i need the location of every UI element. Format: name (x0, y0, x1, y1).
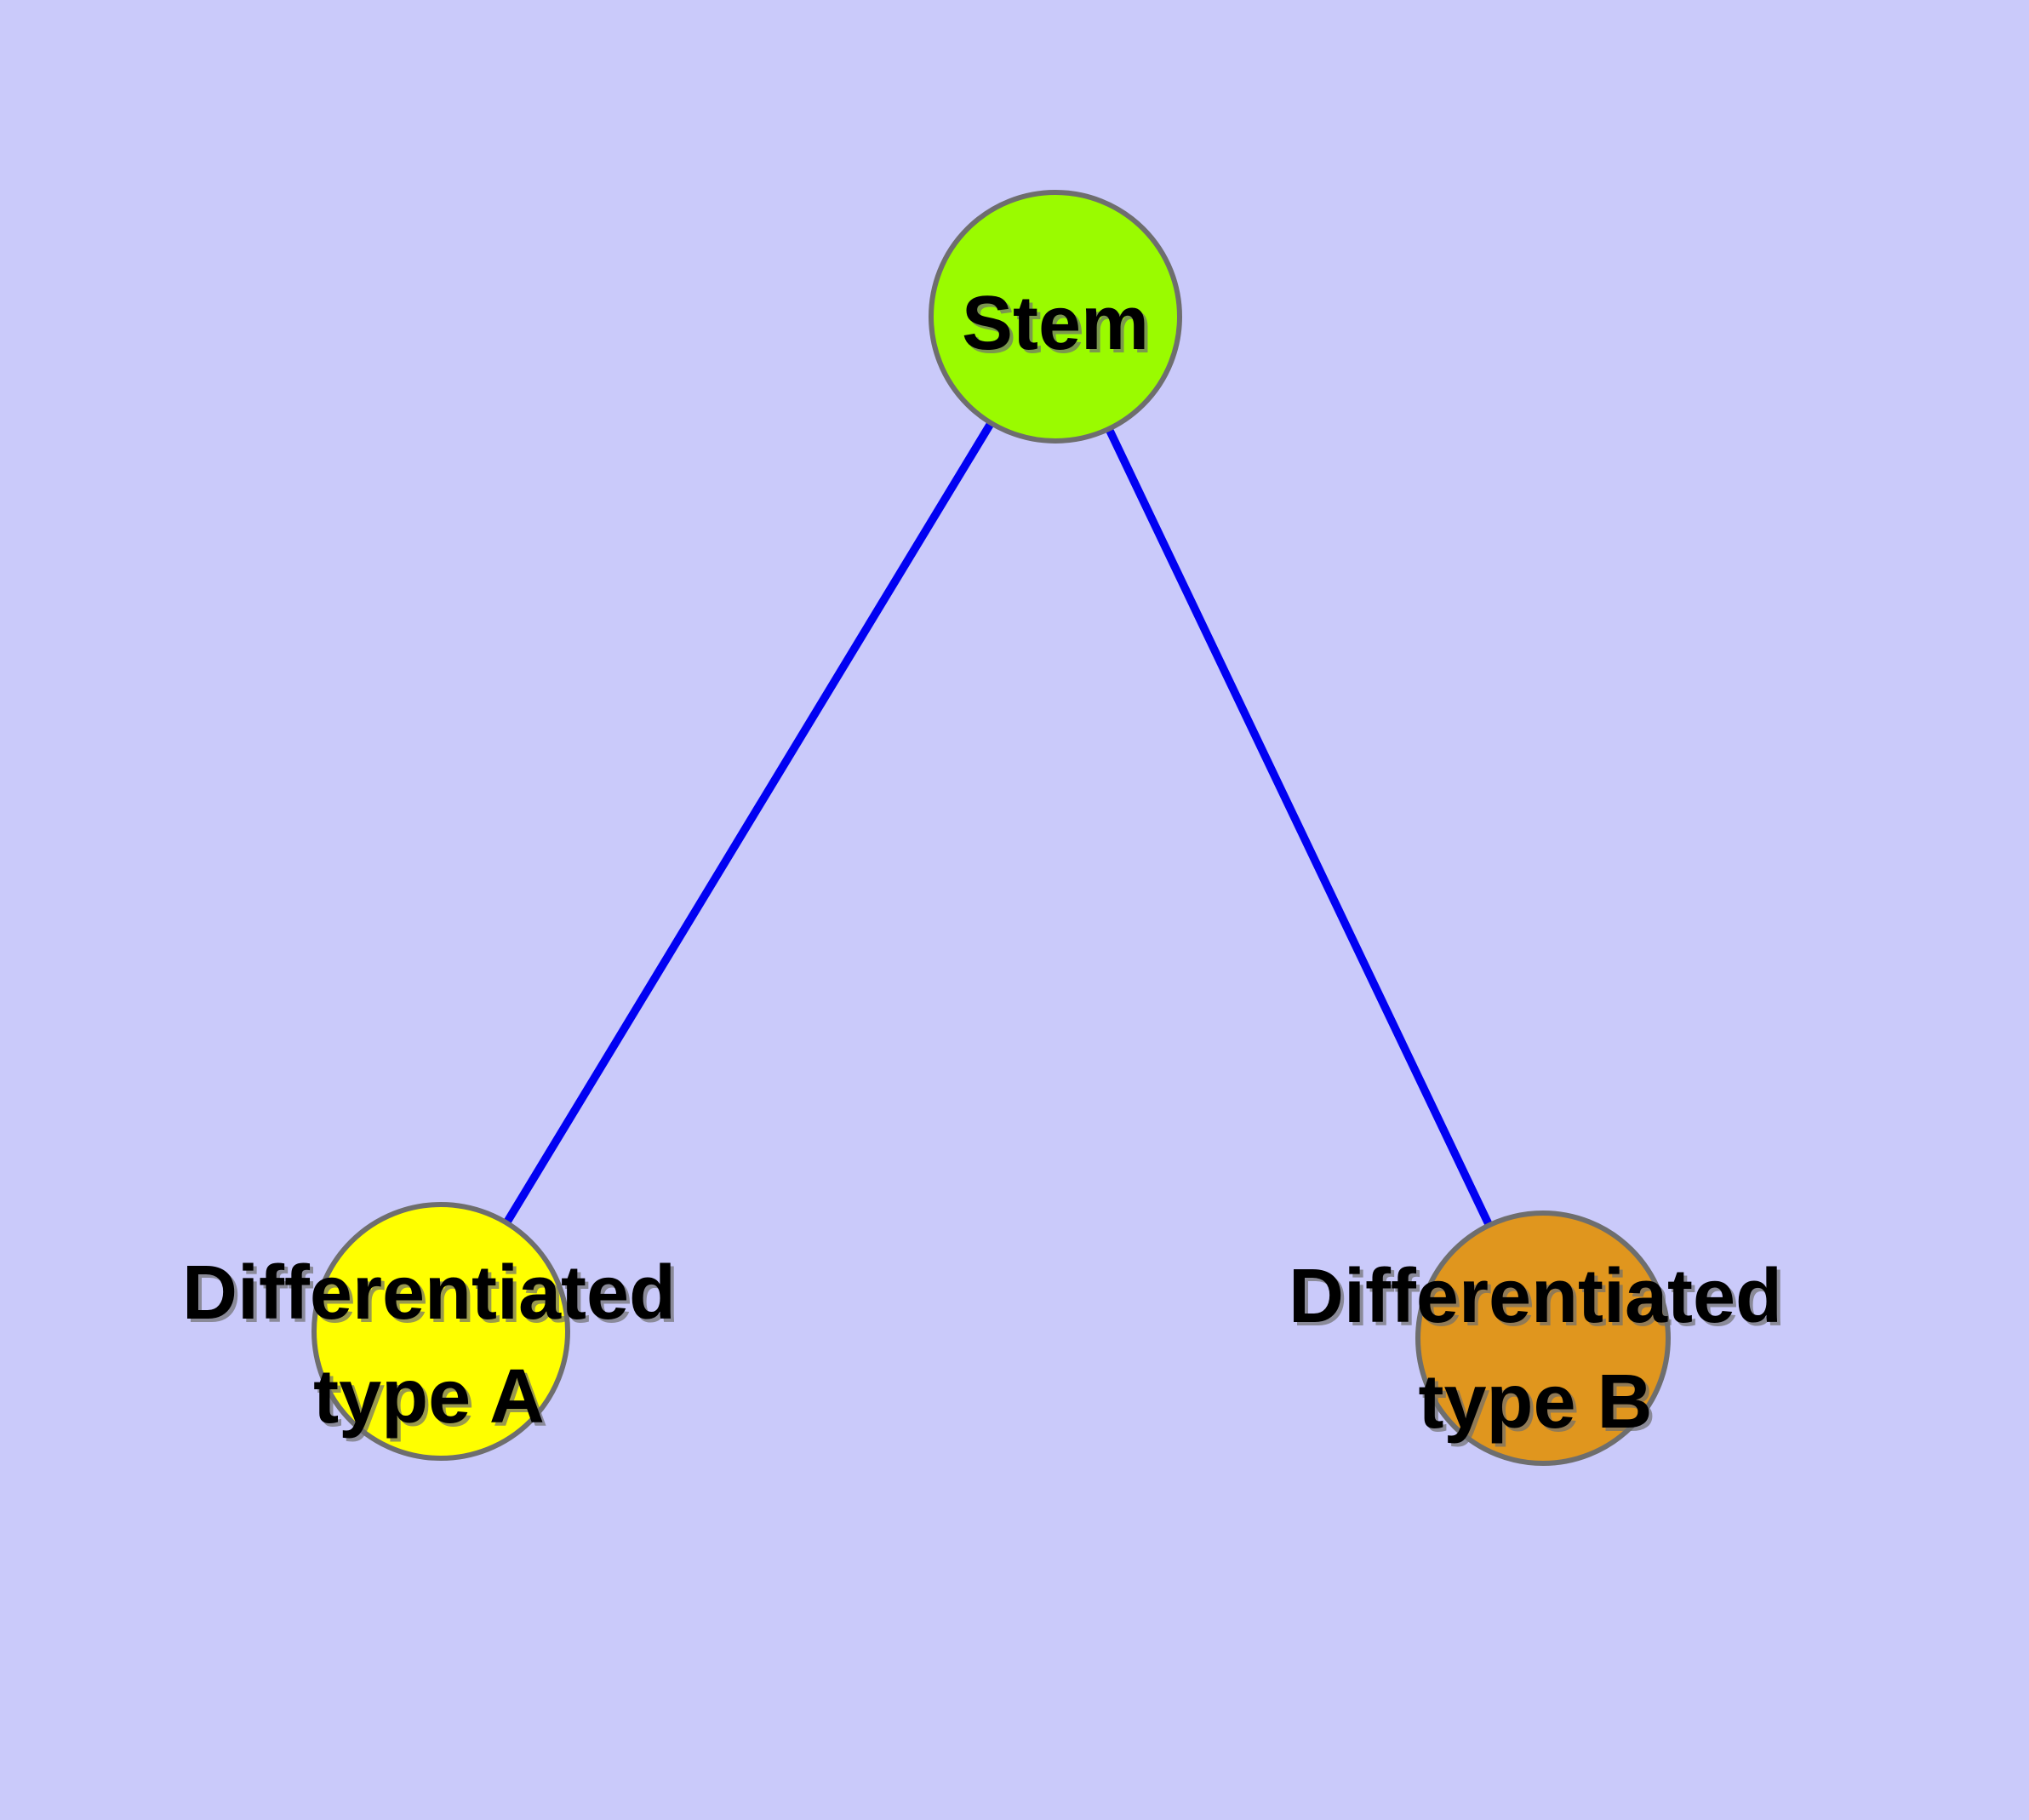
type-b-label-line1: Differentiated (1289, 1254, 1782, 1339)
node-differentiated-type-b: Differentiated Differentiated type B typ… (1289, 1210, 1786, 1466)
type-a-label-line1: Differentiated (182, 1251, 676, 1336)
type-b-label-line1-shadow: Differentiated (1292, 1257, 1786, 1342)
type-a-label-line1-shadow: Differentiated (186, 1254, 679, 1339)
type-a-node-circle (311, 1202, 570, 1461)
node-stem: Stem Stem (929, 190, 1182, 444)
stem-node-label-shadow: Stem (965, 284, 1152, 369)
node-differentiated-type-a: Differentiated Differentiated type A typ… (182, 1202, 679, 1461)
type-a-label-line2-shadow: type A (317, 1358, 548, 1443)
type-a-label-line2: type A (313, 1354, 545, 1439)
edge-stem-to-type-a (437, 314, 1060, 1334)
edge-stem-to-type-b (1051, 314, 1547, 1341)
type-b-label-line2: type B (1418, 1359, 1652, 1445)
type-b-label-line2-shadow: type B (1421, 1363, 1655, 1448)
stem-node-label: Stem (962, 281, 1149, 366)
type-b-node-circle (1415, 1210, 1671, 1466)
stem-node-circle (929, 190, 1182, 444)
